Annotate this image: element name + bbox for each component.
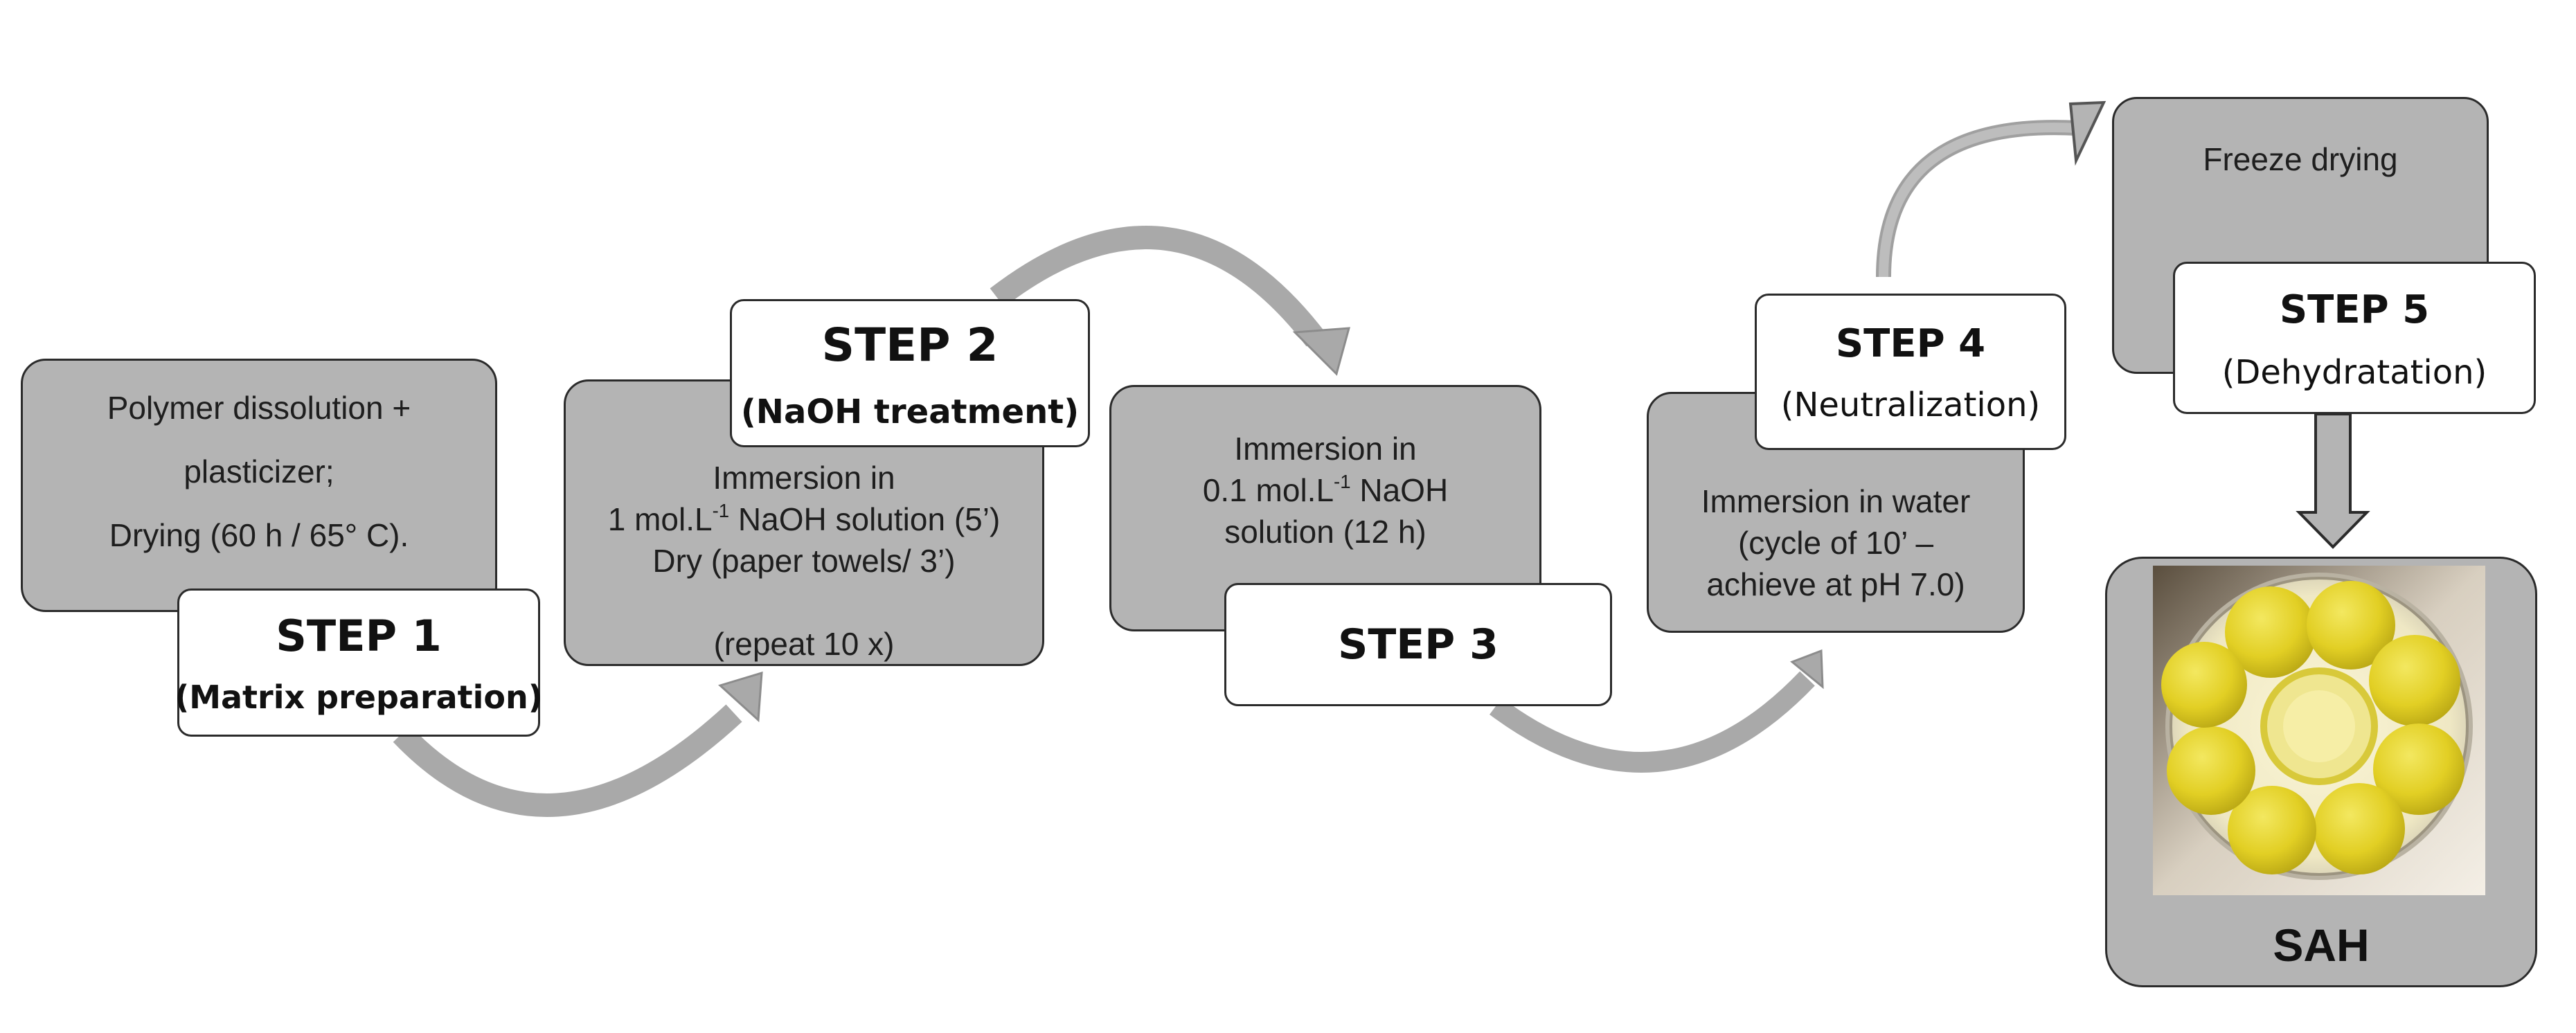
- step4-title: STEP 4: [1835, 321, 1986, 366]
- step2-line-3: Dry (paper towels/ 3’): [652, 543, 956, 579]
- step1-title: STEP 1: [276, 611, 442, 661]
- step1-line-2: plasticizer;: [184, 453, 334, 489]
- step3-line-1: Immersion in: [1234, 431, 1417, 467]
- step5-subtitle: (Dehydratation): [2221, 353, 2487, 392]
- step4-line-3: achieve at pH 7.0): [1706, 566, 1965, 602]
- step2-line-1: Immersion in: [713, 460, 895, 496]
- sah-result-box: SAH: [2105, 557, 2537, 987]
- arrow-step2-to-step3: [990, 226, 1351, 376]
- step3-line-3: solution (12 h): [1224, 514, 1426, 550]
- step1-line-3: Drying (60 h / 65° C).: [109, 517, 409, 553]
- step4-label-box: STEP 4 (Neutralization): [1755, 294, 2066, 450]
- step3-label-box: STEP 3: [1224, 583, 1612, 706]
- step3-title: STEP 3: [1338, 620, 1499, 669]
- step4-subtitle: (Neutralization): [1780, 386, 2041, 424]
- arrow-step4-to-step5: [1876, 100, 2107, 278]
- step1-line-1: Polymer dissolution +: [107, 390, 411, 426]
- step2-line-2: 1 mol.L-1 NaOH solution (5’): [607, 499, 1001, 537]
- step5-box-text: Freeze drying: [2203, 141, 2398, 177]
- arrow-step3-to-step4: [1490, 649, 1824, 773]
- sah-label: SAH: [2273, 919, 2370, 971]
- step1-description-box: Polymer dissolution + plasticizer; Dryin…: [21, 359, 497, 612]
- step4-line-1: Immersion in water: [1701, 483, 1971, 519]
- step2-label-box: STEP 2 (NaOH treatment): [730, 299, 1090, 447]
- step2-subtitle: (NaOH treatment): [740, 393, 1080, 431]
- sah-beads-photo: [2153, 566, 2485, 895]
- step2-line-4: (repeat 10 x): [713, 626, 895, 662]
- step4-line-2: (cycle of 10’ –: [1737, 525, 1934, 561]
- arrow-step5-to-sah: [2296, 413, 2370, 549]
- step5-label-box: STEP 5 (Dehydratation): [2173, 262, 2536, 414]
- step5-title: STEP 5: [2279, 287, 2430, 332]
- step1-label-box: STEP 1 (Matrix preparation): [175, 589, 543, 737]
- arrow-step1-to-step2: [393, 671, 763, 817]
- sah-beads: [2161, 581, 2465, 874]
- step1-subtitle: (Matrix preparation): [175, 679, 543, 716]
- step2-title: STEP 2: [821, 318, 999, 372]
- step3-line-2: 0.1 mol.L-1 NaOH: [1202, 470, 1449, 508]
